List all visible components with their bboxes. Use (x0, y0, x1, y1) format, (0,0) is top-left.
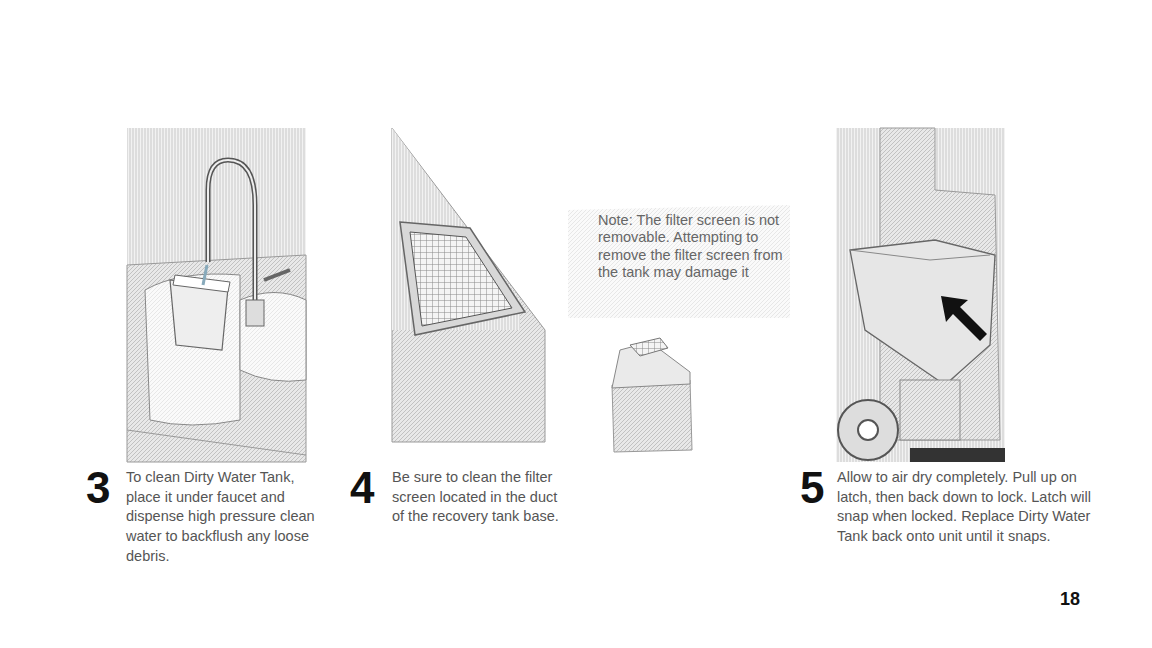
step-text: To clean Dirty Water Tank, place it unde… (126, 468, 326, 567)
page-number: 18 (1060, 590, 1100, 608)
note-illustration (568, 205, 790, 452)
step-text: Allow to air dry completely. Pull up on … (837, 468, 1102, 547)
step-text: Be sure to clean the filter screen locat… (392, 468, 572, 527)
unit-illustration (836, 128, 1005, 462)
step-number: 4 (350, 466, 390, 510)
sink-illustration (127, 128, 306, 462)
step-number: 3 (86, 466, 126, 510)
step-number: 5 (800, 466, 840, 510)
filter-illustration (392, 128, 545, 442)
note-text: Note: The filter screen is not removable… (598, 212, 788, 282)
